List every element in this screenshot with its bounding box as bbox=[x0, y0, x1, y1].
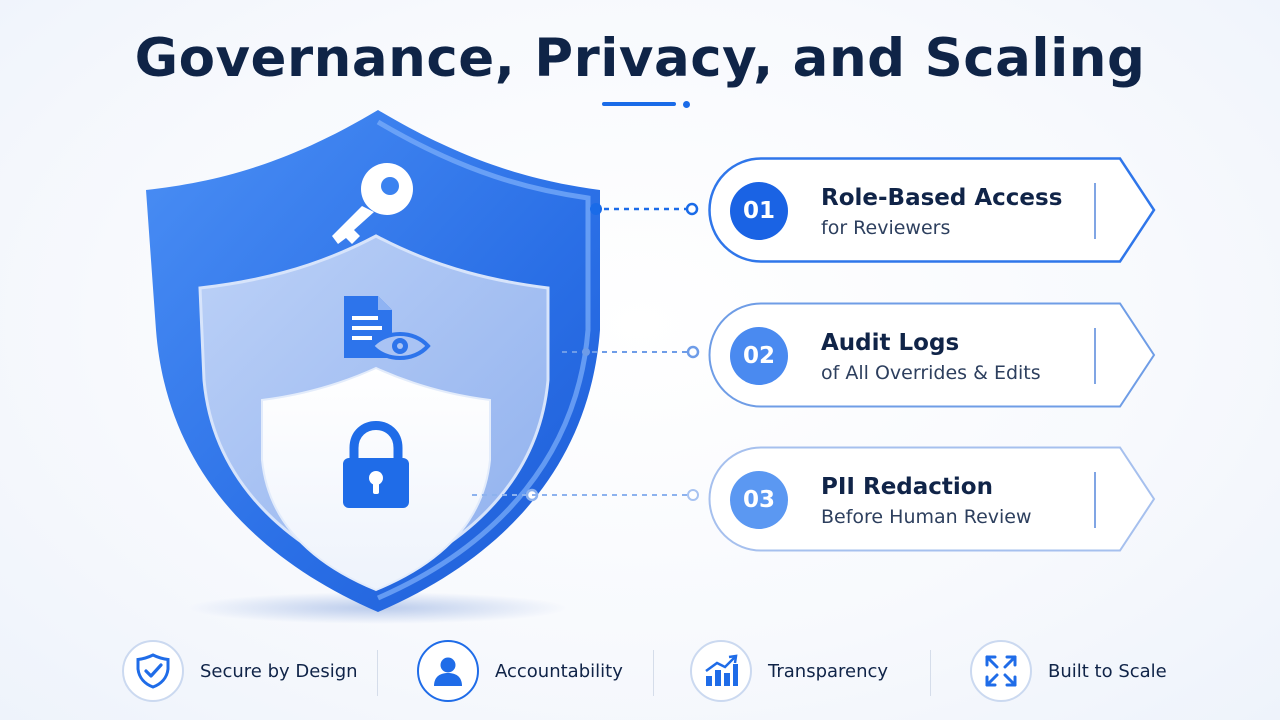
card-outline bbox=[708, 446, 1156, 552]
expand-arrows-icon bbox=[970, 640, 1032, 702]
card-role-based-access: 01 Role-Based Access for Reviewers bbox=[708, 157, 1156, 263]
card-audit-logs: 02 Audit Logs of All Overrides & Edits bbox=[708, 302, 1156, 408]
page-title: Governance, Privacy, and Scaling bbox=[134, 28, 1146, 89]
feature-separator bbox=[930, 650, 931, 696]
feature-label: Transparency bbox=[768, 661, 889, 682]
outer-shield-rim bbox=[376, 119, 591, 601]
card-subtitle: for Reviewers bbox=[821, 217, 951, 239]
card-number-badge: 01 bbox=[730, 182, 788, 240]
card-pii-redaction: 03 PII Redaction Before Human Review bbox=[708, 446, 1156, 552]
user-icon bbox=[417, 640, 479, 702]
feature-separator bbox=[377, 650, 378, 696]
card-subtitle: of All Overrides & Edits bbox=[821, 362, 1041, 384]
padlock-icon bbox=[343, 421, 409, 508]
card-title: Audit Logs bbox=[821, 330, 960, 356]
card-outline bbox=[708, 302, 1156, 408]
card-title: Role-Based Access bbox=[821, 185, 1063, 211]
card-number-badge: 03 bbox=[730, 471, 788, 529]
card-outline bbox=[708, 157, 1156, 263]
shield-check-icon bbox=[122, 640, 184, 702]
key-icon bbox=[332, 163, 413, 244]
feature-label: Accountability bbox=[495, 661, 623, 682]
connector-line-2 bbox=[562, 345, 700, 359]
document-eye-icon bbox=[344, 296, 431, 360]
card-divider bbox=[1094, 183, 1096, 239]
card-title: PII Redaction bbox=[821, 474, 993, 500]
card-subtitle: Before Human Review bbox=[821, 506, 1032, 528]
title-dot bbox=[683, 101, 690, 108]
card-divider bbox=[1094, 328, 1096, 384]
card-number-badge: 02 bbox=[730, 327, 788, 385]
title-underline bbox=[602, 102, 676, 106]
bar-chart-icon bbox=[690, 640, 752, 702]
feature-label: Built to Scale bbox=[1048, 661, 1167, 682]
connector-line-3 bbox=[472, 488, 699, 502]
feature-label: Secure by Design bbox=[200, 661, 358, 682]
card-divider bbox=[1094, 472, 1096, 528]
connector-line-1 bbox=[590, 202, 699, 216]
feature-separator bbox=[653, 650, 654, 696]
